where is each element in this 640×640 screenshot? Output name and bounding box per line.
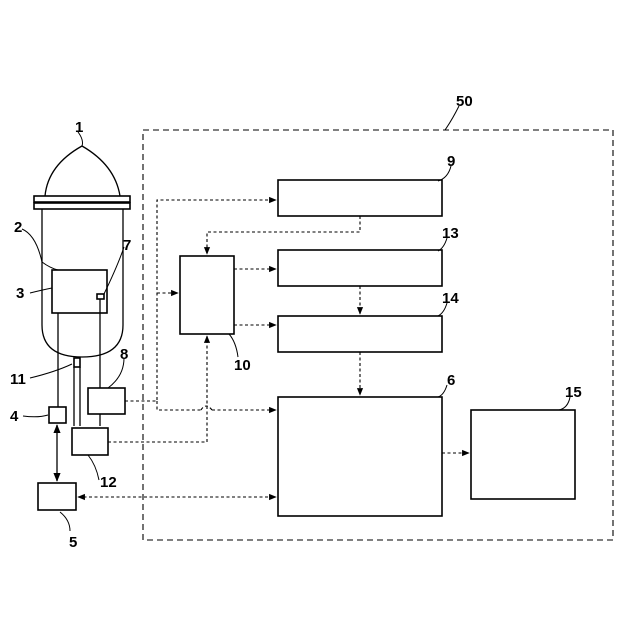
label-13: 13 <box>442 225 459 242</box>
label-5: 5 <box>69 534 77 551</box>
label-6: 6 <box>447 372 455 389</box>
label-10: 10 <box>234 357 251 374</box>
box-5 <box>38 483 76 510</box>
box-9 <box>278 180 442 216</box>
label-14: 14 <box>442 290 459 307</box>
box-6 <box>278 397 442 516</box>
box-8 <box>88 388 125 414</box>
link-8-to-6 <box>157 401 276 410</box>
box-12 <box>72 428 108 455</box>
label-8: 8 <box>120 346 128 363</box>
sensor-7 <box>97 294 104 299</box>
label-50: 50 <box>456 93 473 110</box>
vessel <box>34 146 130 357</box>
label-1: 1 <box>75 119 83 136</box>
label-7: 7 <box>123 237 131 254</box>
box-14 <box>278 316 442 352</box>
label-15: 15 <box>565 384 582 401</box>
box-4 <box>49 407 66 423</box>
box-10 <box>180 256 234 334</box>
box-15 <box>471 410 575 499</box>
label-12: 12 <box>100 474 117 491</box>
box-13 <box>278 250 442 286</box>
link-9-to-10 <box>207 216 360 254</box>
label-9: 9 <box>447 153 455 170</box>
label-2: 2 <box>14 219 22 236</box>
inner-unit-3 <box>52 270 107 313</box>
sensor-11 <box>74 358 80 367</box>
label-3: 3 <box>16 285 24 302</box>
label-4: 4 <box>10 408 19 425</box>
label-11: 11 <box>10 371 26 388</box>
